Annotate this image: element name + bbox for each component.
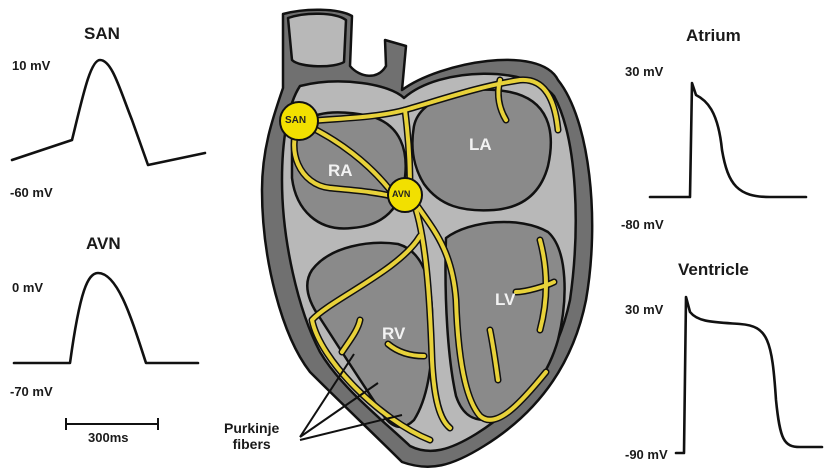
time-scale-label: 300ms (88, 431, 128, 444)
san-node-label: SAN (285, 116, 306, 126)
atrium-action-potential-trace (650, 83, 806, 197)
san-top-voltage: 10 mV (12, 59, 50, 72)
atrium-top-voltage: 30 mV (625, 65, 663, 78)
san-bottom-voltage: -60 mV (10, 186, 53, 199)
purkinje-fibers-label: Purkinje fibers (224, 420, 279, 452)
avn-bottom-voltage: -70 mV (10, 385, 53, 398)
ventricle-action-potential-trace (676, 297, 822, 453)
ventricle-bottom-voltage: -90 mV (625, 448, 668, 461)
ventricle-top-voltage: 30 mV (625, 303, 663, 316)
atrium-bottom-voltage: -80 mV (621, 218, 664, 231)
purkinje-label-line2: fibers (224, 436, 279, 452)
avn-top-voltage: 0 mV (12, 281, 43, 294)
san-action-potential-trace (12, 60, 205, 165)
san-waveform-title: SAN (84, 25, 120, 42)
avn-waveform-title: AVN (86, 235, 121, 252)
atrium-waveform-title: Atrium (686, 27, 741, 44)
right-ventricle-label: RV (382, 325, 405, 342)
time-scale-bar (66, 418, 158, 430)
left-atrium-label: LA (469, 136, 492, 153)
purkinje-label-line1: Purkinje (224, 420, 279, 436)
right-atrium-label: RA (328, 162, 353, 179)
left-ventricle-label: LV (495, 291, 515, 308)
ventricle-waveform-title: Ventricle (678, 261, 749, 278)
avn-node-label: AVN (392, 190, 410, 199)
aorta (288, 14, 346, 67)
